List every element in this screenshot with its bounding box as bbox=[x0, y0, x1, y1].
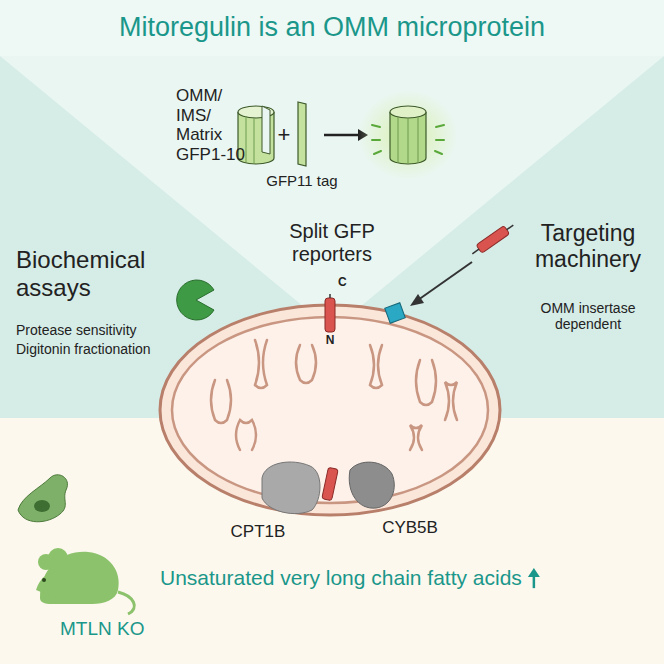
label: + bbox=[278, 122, 291, 147]
gfp11-strand bbox=[298, 102, 306, 166]
increase-arrow bbox=[528, 568, 540, 588]
crista bbox=[416, 360, 436, 405]
gfp-complemented bbox=[358, 90, 458, 180]
label: CPT1B bbox=[231, 522, 286, 542]
crista bbox=[370, 345, 382, 388]
arrow-head bbox=[528, 568, 540, 577]
label: Protease sensitivity bbox=[16, 322, 137, 338]
protease-icon bbox=[177, 280, 214, 320]
cell-icon bbox=[18, 475, 67, 522]
crista bbox=[296, 345, 316, 383]
label: C bbox=[338, 276, 347, 290]
title-band bbox=[0, 0, 664, 56]
model-label: MTLN KO bbox=[60, 618, 144, 640]
label: Digitonin fractionation bbox=[16, 341, 151, 357]
targeting-helix bbox=[469, 221, 516, 258]
crista bbox=[445, 382, 457, 420]
mouse-icon bbox=[36, 548, 134, 614]
light-wedge bbox=[0, 56, 664, 330]
protein-complex bbox=[262, 462, 394, 514]
title: Mitoregulin is an OMM microprotein bbox=[0, 12, 664, 43]
mitochondrion bbox=[160, 305, 500, 515]
label: GFP11 tag bbox=[266, 172, 337, 189]
crista bbox=[236, 420, 256, 450]
label: CYB5B bbox=[382, 518, 438, 538]
crista bbox=[211, 380, 231, 423]
result-text: Unsaturated very long chain fatty acids bbox=[160, 566, 522, 590]
crista bbox=[410, 425, 422, 450]
label: Biochemical assays bbox=[16, 246, 176, 301]
label: Split GFP reporters bbox=[267, 220, 397, 266]
label: Targeting machinery bbox=[523, 220, 653, 273]
label: N bbox=[326, 334, 335, 348]
tail bbox=[329, 294, 331, 298]
crista bbox=[255, 340, 267, 388]
insertase bbox=[385, 303, 406, 324]
label: OMM insertase dependent bbox=[523, 300, 653, 332]
label: OMM/ IMS/ Matrix GFP1-10 bbox=[176, 86, 256, 164]
mtln-helix bbox=[325, 298, 335, 332]
targeting-arrow bbox=[410, 262, 472, 306]
